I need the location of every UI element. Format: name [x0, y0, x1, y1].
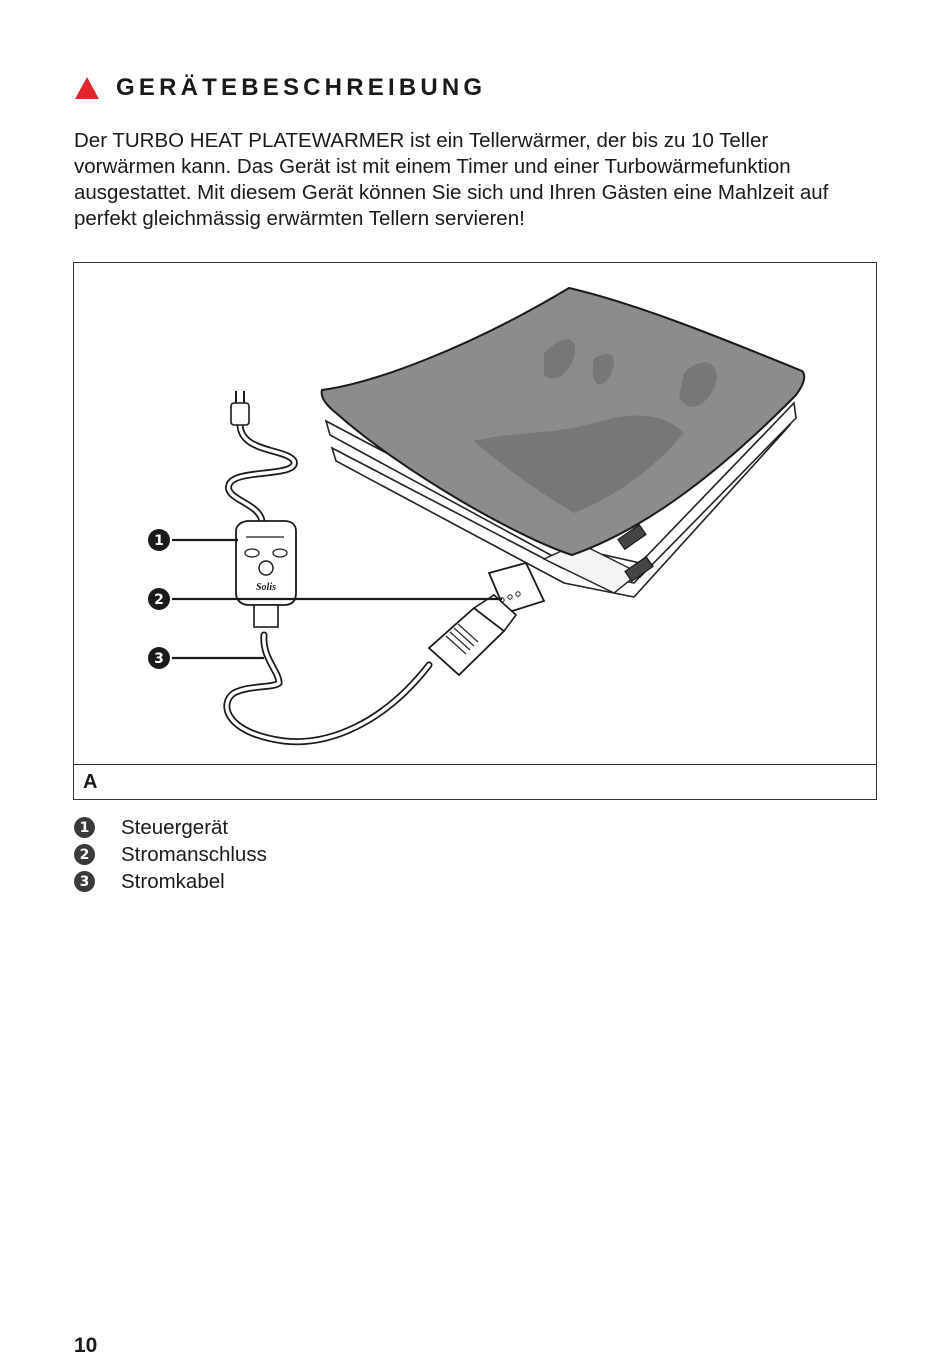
svg-text:1: 1	[154, 533, 164, 549]
legend-item: 3 Stromkabel	[74, 868, 267, 895]
callout-marker-3	[148, 647, 170, 669]
legend-label: Stromkabel	[121, 869, 225, 893]
figure-label: A	[83, 770, 98, 793]
legend-item: 2 Stromanschluss	[74, 841, 267, 868]
legend-item: 1 Steuergerät	[74, 814, 267, 841]
page-number: 10	[74, 1334, 98, 1357]
control-unit-logo: Solis	[256, 582, 276, 593]
figure-caption-bar: A	[74, 764, 876, 799]
cover-shading-2	[544, 339, 575, 379]
cover-shading-4	[592, 354, 614, 385]
control-unit	[235, 520, 297, 606]
section-title: GERÄTEBESCHREIBUNG	[116, 74, 487, 101]
parts-legend: 1 Steuergerät 2 Stromanschluss 3 Stromka…	[74, 814, 267, 895]
legend-label: Steuergerät	[121, 815, 229, 839]
mains-plug	[230, 402, 250, 426]
svg-text:2: 2	[154, 592, 164, 608]
hinge-clip-2	[624, 555, 654, 583]
cover-shading-3	[679, 362, 717, 407]
callout-marker-2	[148, 588, 170, 610]
cover-shading-1	[474, 415, 684, 513]
warmer-top-cover	[320, 286, 806, 557]
intro-paragraph: Der TURBO HEAT PLATEWARMER ist ein Telle…	[74, 129, 829, 230]
legend-number: 1	[74, 817, 95, 838]
legend-number: 3	[74, 871, 95, 892]
platewarmer-illustration: Solis 1 2 3	[148, 286, 806, 746]
section-heading: GERÄTEBESCHREIBUNG	[74, 72, 486, 104]
legend-number: 2	[74, 844, 95, 865]
figure-a: Solis 1 2 3 A	[73, 262, 877, 800]
warning-triangle-icon	[75, 77, 99, 99]
hinge-clip-1	[617, 523, 647, 551]
legend-label: Stromanschluss	[121, 842, 267, 866]
callout-marker-1	[148, 529, 170, 551]
svg-text:3: 3	[154, 651, 164, 667]
